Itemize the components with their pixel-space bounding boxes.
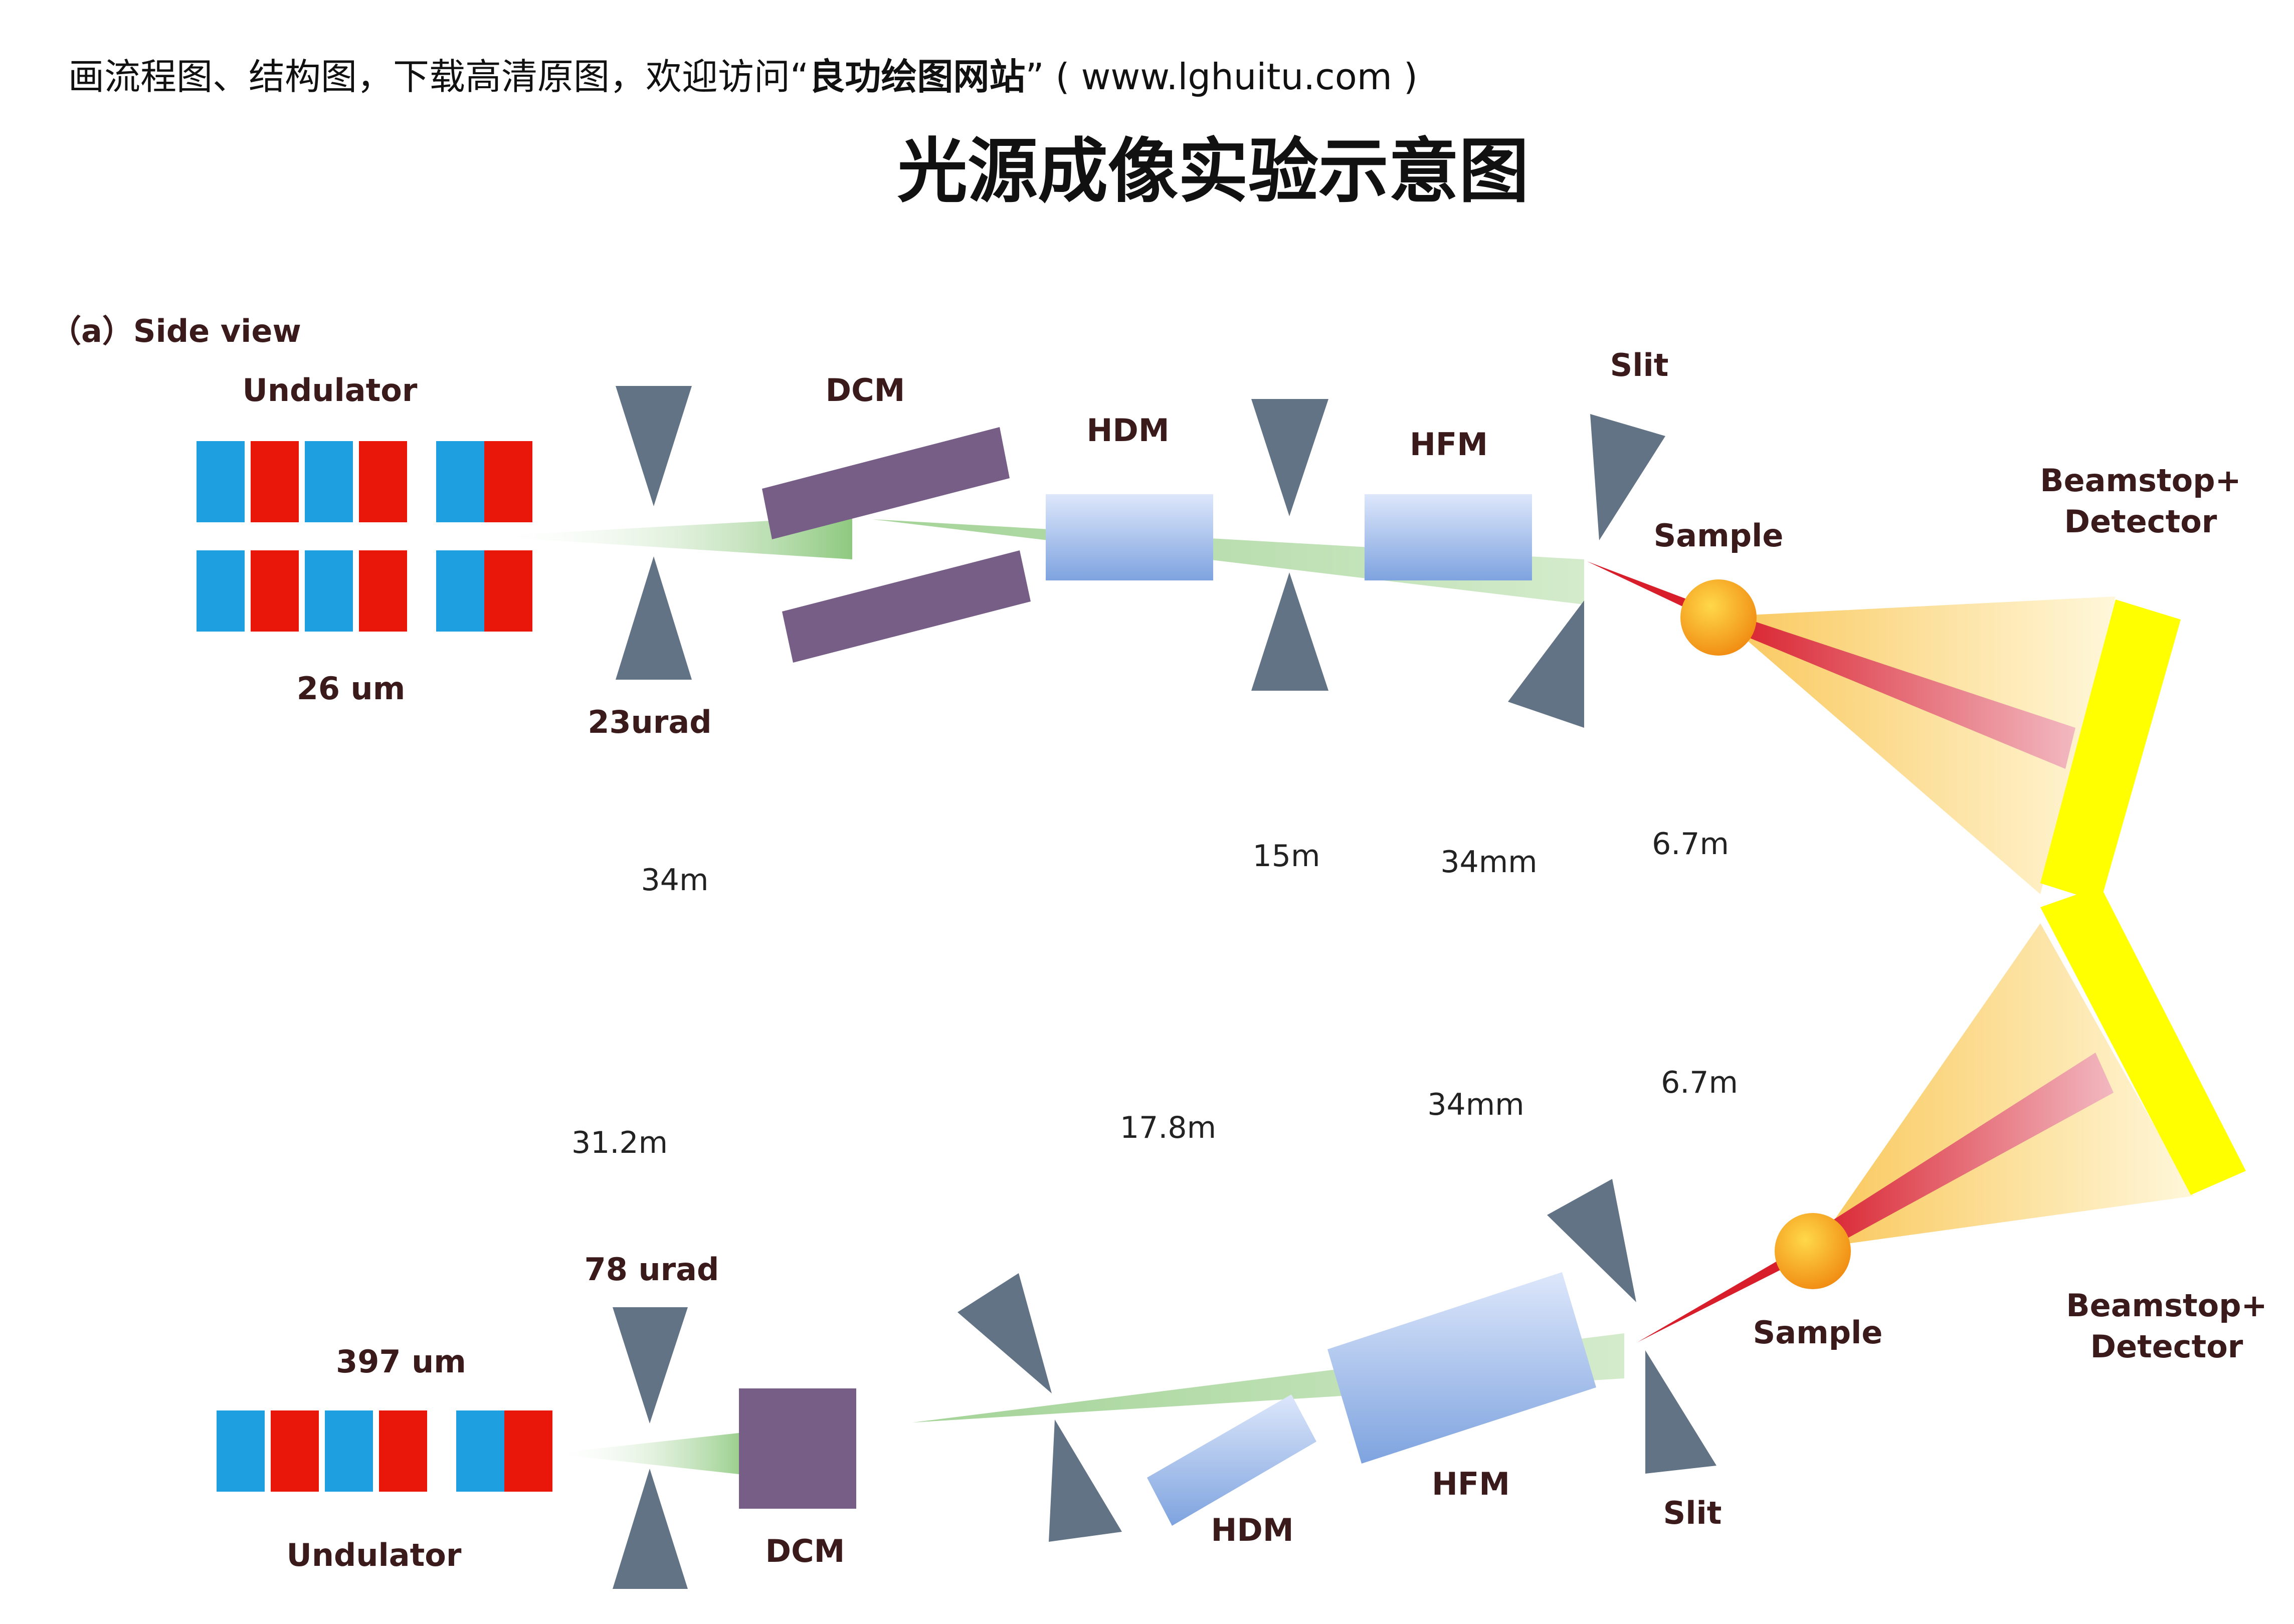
magnet-block	[251, 441, 299, 522]
sample-top	[1680, 579, 1757, 656]
hdm-label-bottom: HDM	[1211, 1512, 1293, 1548]
detector-label-top-1: Beamstop+	[2040, 462, 2241, 499]
aperture-bottom-upper	[613, 1307, 688, 1424]
hdm-bottom	[1147, 1394, 1316, 1526]
dcm-top-crystal-1	[762, 427, 1010, 539]
magnet-block	[359, 550, 407, 632]
hdm-label-top: HDM	[1086, 412, 1169, 449]
slit-top-upper	[1590, 414, 1665, 540]
magnet-block	[359, 441, 407, 522]
undulator-label-bottom: Undulator	[287, 1537, 462, 1573]
section-label-side-view: （a）Side view	[50, 313, 301, 349]
sample-label-bottom: Sample	[1753, 1314, 1883, 1351]
magnet-block	[504, 1410, 552, 1492]
slit-top-lower	[1508, 600, 1584, 728]
hfm-label-bottom: HFM	[1432, 1466, 1510, 1502]
detector-label-top-2: Detector	[2064, 503, 2217, 540]
detector-label-bottom-1: Beamstop+	[2066, 1287, 2267, 1324]
magnet-block	[251, 550, 299, 632]
sample-bottom	[1775, 1213, 1851, 1289]
magnet-block	[217, 1410, 265, 1492]
xray-bottom-in	[1637, 1245, 1810, 1342]
header-site-name[interactable]: 良功绘图网站	[809, 56, 1025, 98]
dcm-top-crystal-2	[782, 550, 1031, 663]
magnet-block	[197, 550, 245, 632]
distance-bottom-1: 31.2m	[571, 1125, 668, 1160]
header-url[interactable]: ” ( www.lghuitu.com )	[1025, 56, 1418, 98]
magnet-block	[305, 441, 353, 522]
detector-bottom	[2040, 886, 2246, 1195]
distance-bottom-3: 34mm	[1427, 1087, 1524, 1122]
beam-bottom-1	[551, 1432, 752, 1476]
undulator-bottom	[217, 1410, 552, 1492]
aperture2-top-upper	[1251, 399, 1328, 516]
distance-top-2: 15m	[1253, 839, 1320, 874]
distance-bottom-4: 6.7m	[1661, 1065, 1738, 1100]
distance-bottom-2: 17.8m	[1120, 1110, 1216, 1145]
aperture-bottom-lower	[613, 1469, 688, 1589]
distance-top-4: 6.7m	[1652, 827, 1729, 862]
hdm-top	[1046, 494, 1213, 580]
hfm-label-top: HFM	[1410, 426, 1488, 463]
aperture2-top-lower	[1251, 572, 1328, 691]
aperture-top-lower	[616, 556, 692, 680]
beam-top-1	[486, 516, 852, 559]
scatter-cone-bottom	[1815, 923, 2194, 1248]
slit-bottom-upper	[1547, 1179, 1636, 1302]
source-size-bottom: 397 um	[336, 1343, 466, 1380]
magnet-block	[484, 441, 532, 522]
dcm-bottom	[739, 1388, 856, 1509]
distance-top-1: 34m	[641, 863, 709, 898]
slit-bottom-lower	[1645, 1350, 1716, 1474]
magnet-block	[484, 550, 532, 632]
divergence-top: 23urad	[588, 704, 711, 740]
aperture2-bottom-upper	[958, 1273, 1052, 1393]
source-size-top: 26 um	[297, 670, 406, 707]
scatter-cone-top	[1719, 596, 2116, 894]
magnet-block	[379, 1410, 427, 1492]
slit-label-bottom: Slit	[1663, 1495, 1722, 1531]
undulator-top	[197, 441, 532, 632]
magnet-block	[436, 441, 484, 522]
aperture-top-upper	[616, 386, 692, 506]
dcm-label-top: DCM	[826, 372, 905, 409]
hfm-bottom	[1327, 1272, 1596, 1464]
detector-label-bottom-2: Detector	[2090, 1328, 2243, 1365]
distance-top-3: 34mm	[1440, 845, 1537, 880]
detector-top	[2040, 599, 2181, 902]
magnet-block	[197, 441, 245, 522]
hfm-top	[1365, 494, 1532, 580]
divergence-bottom: 78 urad	[585, 1251, 719, 1288]
magnet-block	[456, 1410, 504, 1492]
sample-label-top: Sample	[1654, 517, 1784, 554]
dcm-label-bottom: DCM	[766, 1533, 845, 1569]
slit-label-top: Slit	[1610, 347, 1669, 383]
magnet-block	[436, 550, 484, 632]
magnet-block	[305, 550, 353, 632]
undulator-label-top: Undulator	[243, 372, 418, 409]
xray-bottom-out	[1805, 1053, 2114, 1256]
xray-top-out	[1725, 612, 2075, 769]
page-title: 光源成像实验示意图	[897, 131, 1529, 213]
magnet-block	[271, 1410, 319, 1492]
header-intro: 画流程图、结构图，下载高清原图，欢迎访问“	[68, 56, 809, 98]
header-line: 画流程图、结构图，下载高清原图，欢迎访问“良功绘图网站” ( www.lghui…	[68, 56, 1418, 98]
magnet-block	[325, 1410, 373, 1492]
aperture2-bottom-lower	[1049, 1419, 1122, 1542]
